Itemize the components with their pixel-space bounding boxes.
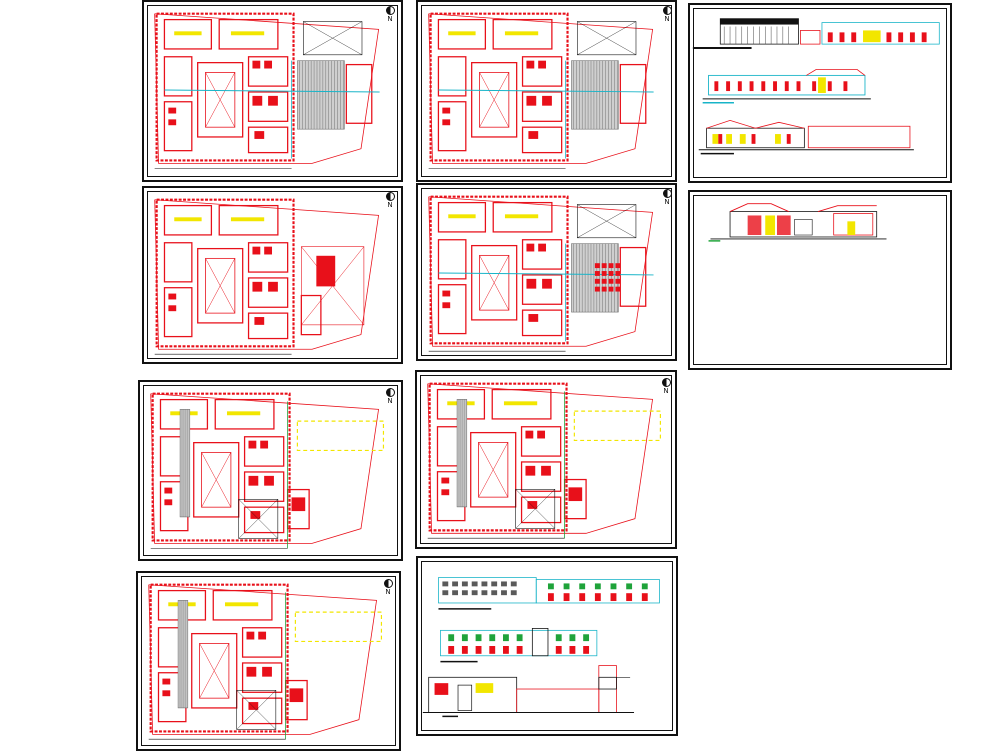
sheet-frame (421, 5, 672, 177)
sheet-section[interactable] (688, 190, 952, 370)
north-arrow-icon: N (382, 579, 394, 596)
sheet-elevations-1[interactable] (688, 3, 952, 183)
north-arrow-icon: N (661, 189, 673, 206)
sheet-plan-5[interactable]: N (138, 380, 403, 561)
floor-plan-drawing (148, 583, 383, 740)
section-drawing (708, 203, 887, 242)
north-arrow-icon: N (661, 6, 673, 23)
sheet-frame (147, 191, 398, 359)
floor-plan-drawing (428, 195, 654, 352)
sheet-frame (693, 8, 947, 178)
floor-plan-drawing (154, 12, 380, 169)
sheet-plan-6[interactable]: N (415, 370, 677, 549)
sheet-plan-2[interactable]: N (416, 0, 677, 182)
sheet-plan-7[interactable]: N (136, 571, 401, 751)
sheet-plan-4[interactable]: N (416, 183, 677, 361)
sheet-frame (141, 576, 396, 746)
north-arrow-icon: N (660, 378, 672, 395)
sheet-elevations-2[interactable] (416, 556, 678, 736)
floor-plan-drawing (428, 12, 654, 169)
floor-plan-drawing (150, 392, 385, 549)
elevations-drawing (422, 577, 660, 718)
sheet-frame (420, 375, 672, 544)
sheet-frame (421, 561, 673, 731)
floor-plan-drawing (154, 198, 380, 355)
north-arrow-icon: N (384, 192, 396, 209)
north-arrow-icon: N (384, 6, 396, 23)
sheet-frame (693, 195, 947, 365)
floor-plan-drawing (427, 382, 661, 539)
sheet-frame (421, 188, 672, 356)
sheet-frame (143, 385, 398, 556)
sheet-frame (147, 5, 398, 177)
sheet-plan-3[interactable]: N (142, 186, 403, 364)
sheet-plan-1[interactable]: N (142, 0, 403, 182)
elevations-drawing (692, 18, 940, 155)
north-arrow-icon: N (384, 388, 396, 405)
